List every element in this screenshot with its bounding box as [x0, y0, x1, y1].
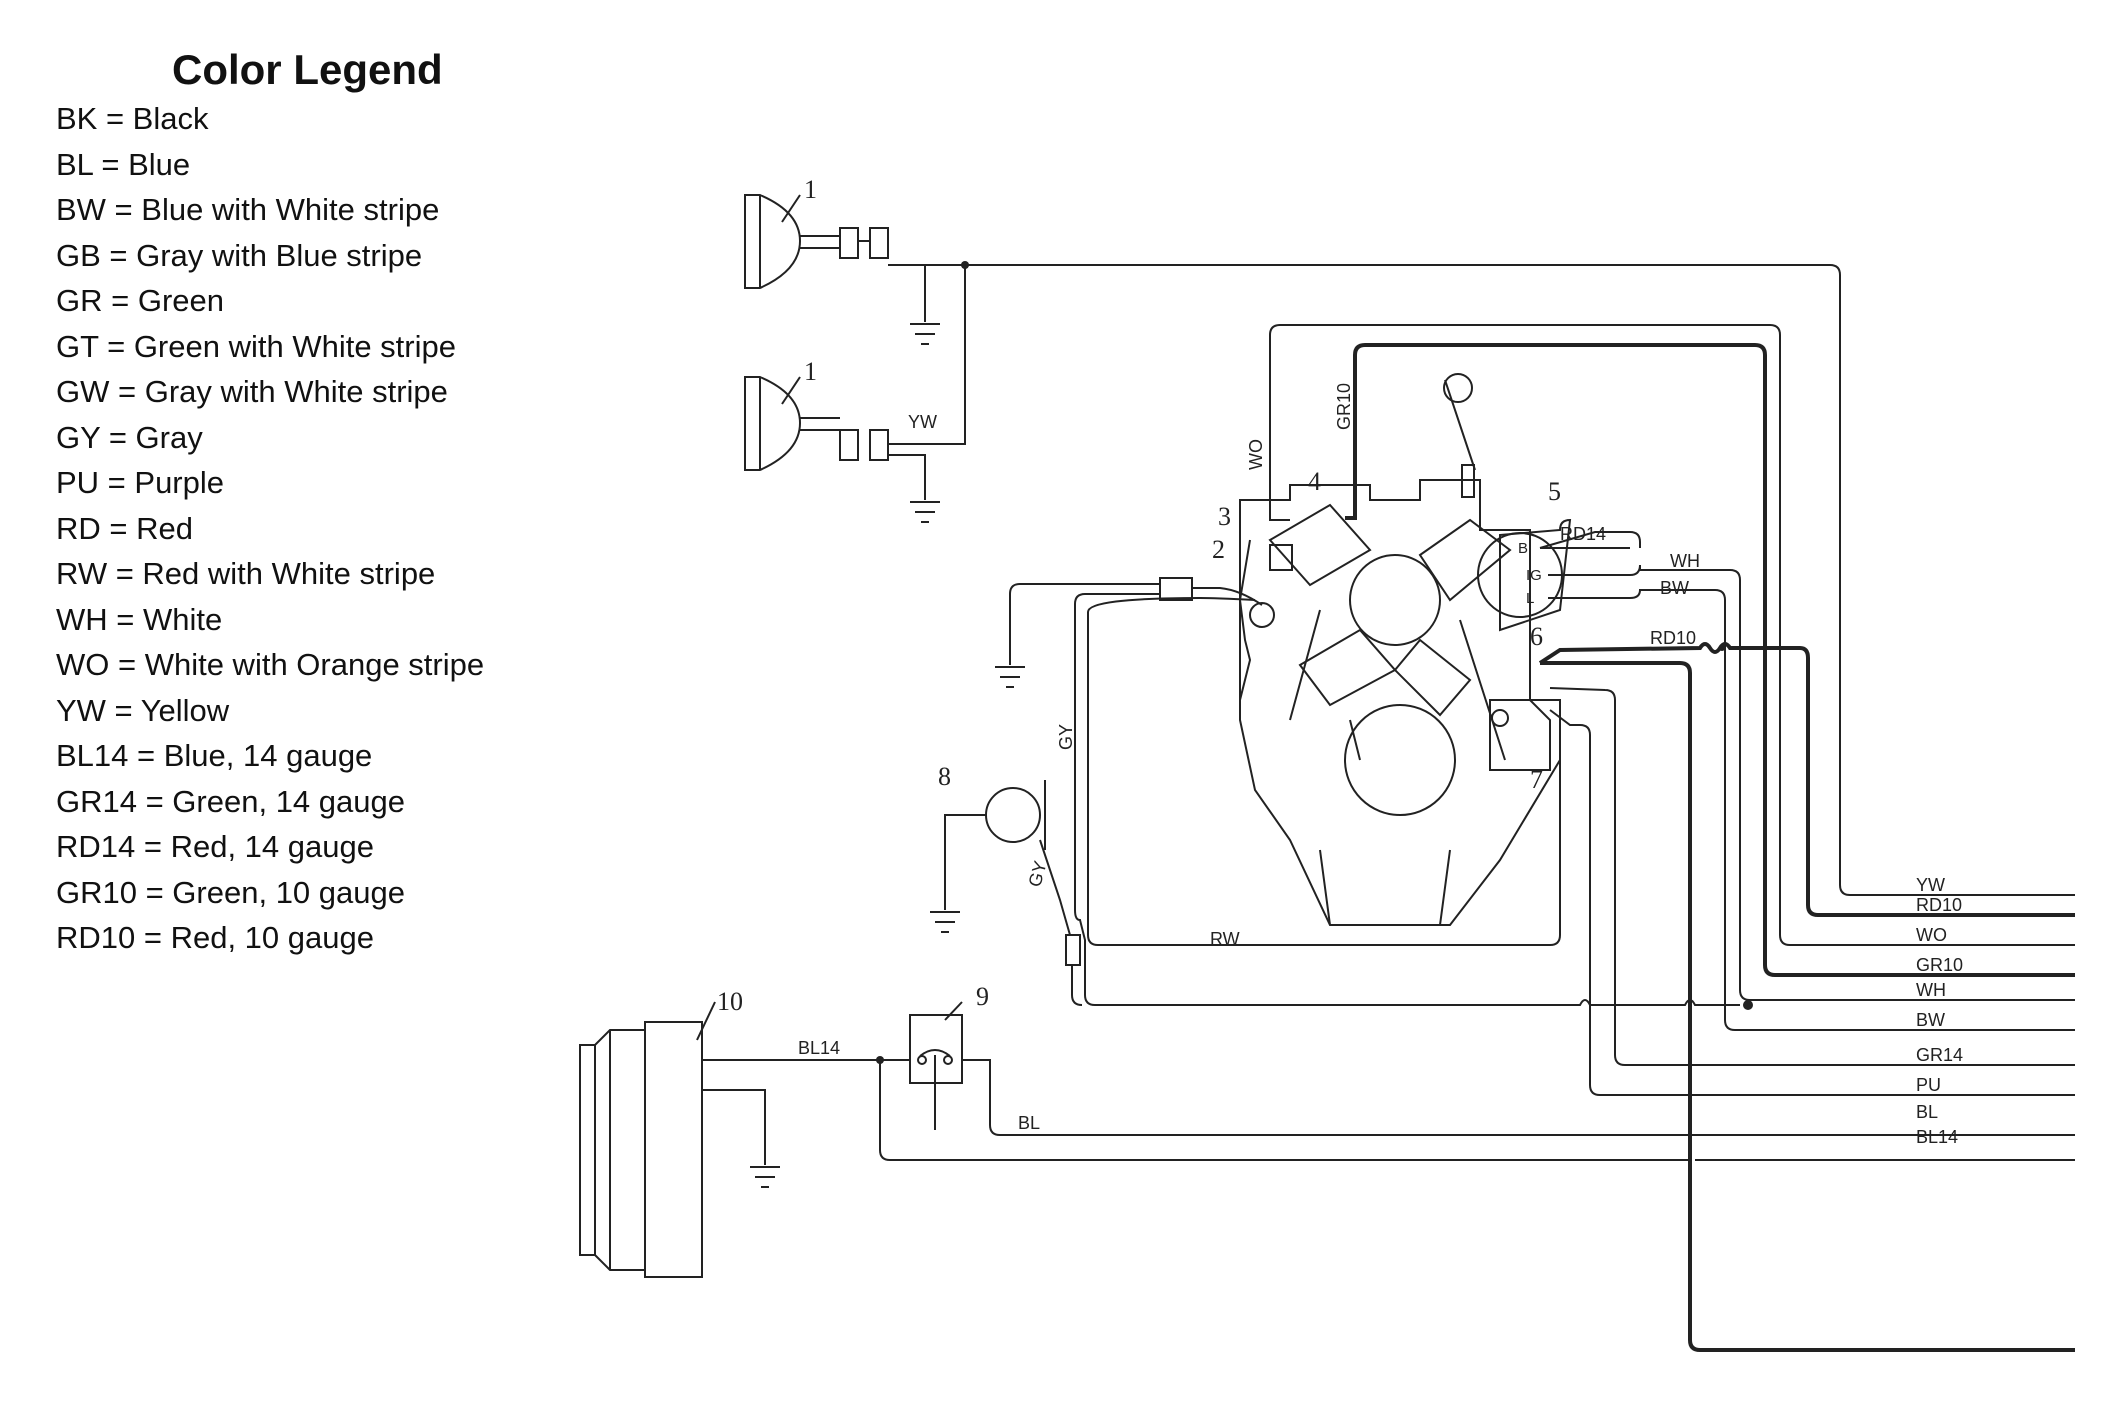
component-label-8: 8: [938, 762, 951, 791]
legend-item: BL14 = Blue, 14 gauge: [56, 738, 373, 773]
wh-label: WH: [1670, 551, 1700, 571]
component-label-1-top: 1: [804, 175, 817, 204]
rw-label: RW: [1210, 929, 1240, 949]
harness-label: GR10: [1916, 955, 1963, 975]
harness-label: YW: [1916, 875, 1945, 895]
gy-wire: [1074, 593, 1740, 1006]
harness-label: BL14: [1916, 1127, 1958, 1147]
engine: [1238, 373, 1572, 926]
headlight-1-bottom: [744, 376, 940, 523]
legend-item: BW = Blue with White stripe: [56, 192, 440, 227]
bw-wire: [1548, 589, 2075, 1031]
rd14-label: RD14: [1560, 524, 1606, 544]
solenoid-9: [909, 1014, 2075, 1136]
legend-item: GR10 = Green, 10 gauge: [56, 874, 405, 910]
component-label-2: 2: [1212, 535, 1225, 564]
gr10-label: GR10: [1334, 383, 1354, 430]
rd14-wire: [1539, 531, 1641, 549]
bl14-wire: [879, 1060, 2075, 1161]
gy-sender-label: GY: [1025, 859, 1051, 889]
component-label-6: 6: [1530, 622, 1543, 651]
legend-item: YW = Yellow: [56, 692, 230, 728]
component-label-9: 9: [976, 982, 989, 1011]
legend-item: BL = Blue: [56, 146, 191, 182]
harness-labels: YW RD10 WO GR10 WH BW GR14 PU BL BL14: [1916, 875, 1963, 1147]
yw-harness-wire: [965, 264, 2075, 896]
legend-item: PU = Purple: [56, 465, 225, 500]
ground-run-wire: [1540, 661, 2075, 1352]
sender-8: [930, 780, 1083, 1006]
yw-lamp-wire: [888, 264, 966, 445]
legend-item: RD14 = Red, 14 gauge: [56, 829, 374, 864]
gr10-wire: [1345, 343, 2075, 977]
harness-label: RD10: [1916, 895, 1962, 915]
color-legend: Color Legend BK = Black BL = Blue BW = Blu…: [56, 46, 576, 961]
terminal-l: L: [1526, 590, 1534, 607]
wh-wire: [1548, 564, 2075, 1001]
component-label-5: 5: [1548, 477, 1561, 506]
rd10-wire: [1538, 642, 2075, 917]
harness-label: WH: [1916, 980, 1946, 1000]
legend-item: GW = Gray with White stripe: [56, 374, 448, 409]
legend-item: RW = Red with White stripe: [56, 556, 436, 591]
component-label-1-bottom: 1: [804, 357, 817, 386]
legend-item: GY = Gray: [56, 419, 203, 455]
legend-item: GR = Green: [56, 283, 224, 318]
gy-sender-lead: [1192, 587, 1263, 606]
legend-item: RD10 = Red, 10 gauge: [56, 920, 374, 955]
legend-item: GT = Green with White stripe: [56, 328, 456, 364]
legend-item: WH = White: [56, 601, 223, 637]
harness-label: WO: [1916, 925, 1947, 945]
gy-vertical-label: GY: [1056, 724, 1076, 750]
terminal-b: B: [1518, 540, 1528, 557]
bl14-label: BL14: [798, 1038, 840, 1058]
rw-wire: [1087, 596, 1561, 946]
headlight-1-top: [744, 194, 940, 345]
legend-item: GR14 = Green, 14 gauge: [56, 783, 405, 819]
legend-title: Color Legend: [172, 46, 443, 93]
legend-item: RD = Red: [56, 510, 193, 546]
harness-label: GR14: [1916, 1045, 1963, 1065]
component-label-3: 3: [1218, 502, 1231, 531]
rd10-label: RD10: [1650, 628, 1696, 648]
component-label-10: 10: [717, 987, 743, 1016]
legend-item: WO = White with Orange stripe: [56, 647, 485, 682]
pu-wire: [1549, 709, 2075, 1096]
wo-label: WO: [1246, 439, 1266, 470]
harness-label: BW: [1916, 1010, 1945, 1030]
yw-lamp-label: YW: [908, 412, 937, 432]
harness-label: PU: [1916, 1075, 1941, 1095]
terminal-ig: IG: [1526, 567, 1542, 584]
component-label-4: 4: [1308, 467, 1321, 496]
legend-list: BK = Black BL = Blue BW = Blue with White …: [56, 96, 576, 961]
bl-label: BL: [1018, 1113, 1040, 1133]
gr14-wire: [1549, 687, 2075, 1066]
starter-10: [579, 1021, 880, 1278]
legend-item: GB = Gray with Blue stripe: [56, 237, 423, 273]
legend-item: BK = Black: [56, 101, 209, 136]
bw-label: BW: [1660, 578, 1689, 598]
wo-wire: [1269, 324, 2075, 946]
component-label-7: 7: [1530, 765, 1543, 794]
harness-label: BL: [1916, 1102, 1938, 1122]
